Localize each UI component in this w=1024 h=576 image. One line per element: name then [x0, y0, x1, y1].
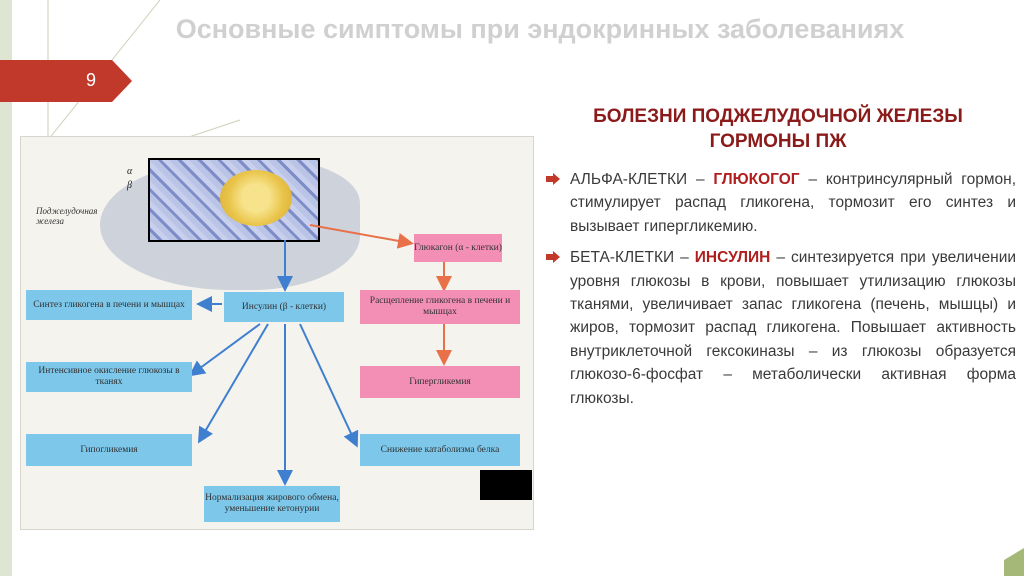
left-accent-bar: [0, 0, 12, 576]
bullet-arrow-icon: [546, 173, 560, 185]
section-title-line2: ГОРМОНЫ ПЖ: [709, 131, 847, 152]
langerhans-islet: [220, 170, 292, 226]
bullet-text: – контринсулярный гормон, стимулирует ра…: [570, 171, 1016, 235]
box-glucose-oxidation: Интенсивное окисление глюкозы в тканях: [26, 362, 192, 392]
slide-number-flag: 9: [0, 60, 132, 102]
box-hypoglycemia: Гипогликемия: [26, 434, 192, 466]
box-glycogen-synthesis: Синтез гликогена в печени и мышцах: [26, 290, 192, 320]
bullet-text: – синтезируется при увеличении уровня гл…: [570, 249, 1017, 407]
box-glucagon: Глюкагон (α - клетки): [414, 234, 502, 262]
section-title: БОЛЕЗНИ ПОДЖЕЛУДОЧНОЙ ЖЕЛЕЗЫ ГОРМОНЫ ПЖ: [548, 104, 1008, 154]
bullet-prefix: БЕТА-КЛЕТКИ –: [570, 249, 695, 267]
bullet-list: АЛЬФА-КЛЕТКИ – ГЛЮКОГОГ – контринсулярны…: [546, 168, 1016, 418]
bullet-arrow-icon: [546, 251, 560, 264]
box-catabolism: Снижение катаболизма белка: [360, 434, 520, 466]
slide-title: Основные симптомы при эндокринных заболе…: [175, 14, 905, 44]
bullet-prefix: АЛЬФА-КЛЕТКИ –: [570, 171, 714, 188]
box-fat-metabolism: Нормализация жирового обмена, уменьшение…: [204, 486, 340, 522]
bullet-alpha-cells: АЛЬФА-КЛЕТКИ – ГЛЮКОГОГ – контринсулярны…: [546, 168, 1016, 238]
bullet-highlight: ГЛЮКОГОГ: [713, 171, 800, 188]
redaction-block: [480, 470, 532, 500]
bullet-beta-cells: БЕТА-КЛЕТКИ – ИНСУЛИН – синтезируется пр…: [546, 246, 1016, 410]
section-title-line1: БОЛЕЗНИ ПОДЖЕЛУДОЧНОЙ ЖЕЛЕЗЫ: [593, 106, 963, 127]
box-glycogen-breakdown: Расщепление гликогена в печени и мышцах: [360, 290, 520, 324]
islet-micrograph: [148, 158, 320, 242]
pancreas-label: Поджелудочная железа: [36, 206, 98, 226]
box-insulin: Инсулин (β - клетки): [224, 292, 344, 322]
beta-label: β: [127, 180, 132, 191]
slide-number: 9: [86, 70, 97, 90]
bullet-highlight: ИНСУЛИН: [694, 249, 771, 267]
box-hyperglycemia: Гипергликемия: [360, 366, 520, 398]
alpha-label: α: [127, 166, 133, 177]
